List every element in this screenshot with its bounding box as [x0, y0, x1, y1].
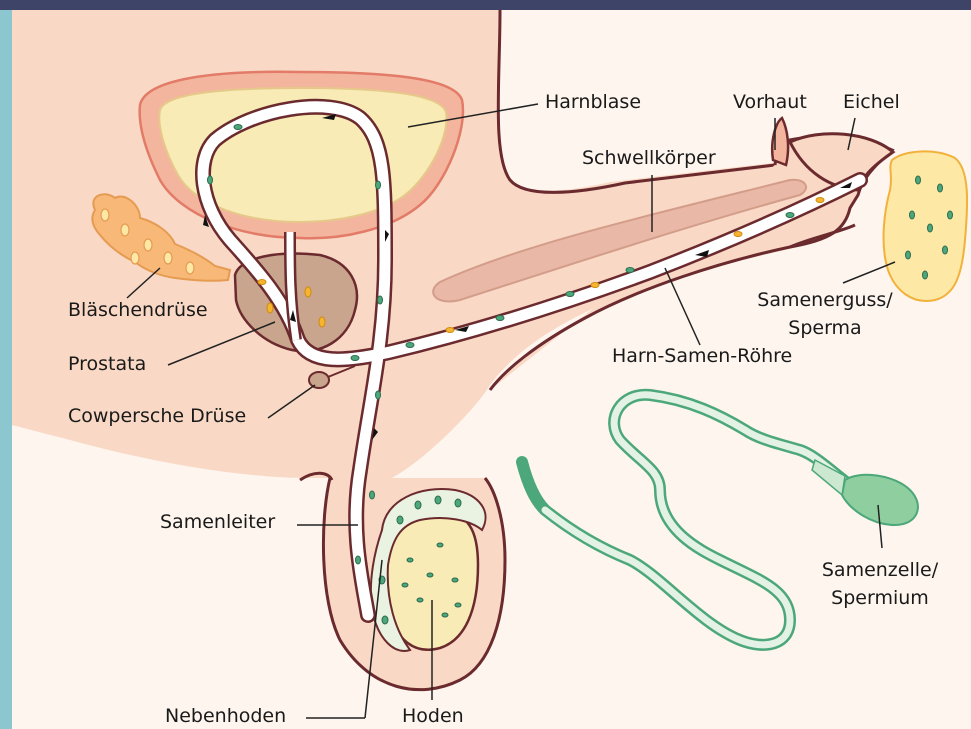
label-samenzelle: Samenzelle/ Spermium	[800, 560, 960, 610]
label-prostata: Prostata	[68, 354, 146, 376]
sperm-cell	[916, 176, 921, 184]
sperm-cell	[910, 211, 915, 219]
sperm-cell	[566, 292, 574, 297]
sperm-cell	[376, 181, 381, 189]
secretion-drop	[305, 287, 311, 297]
label-vorhaut: Vorhaut	[733, 92, 807, 114]
secretion-drop	[446, 328, 454, 333]
sperm-cell	[382, 616, 388, 624]
sperm-cell	[415, 501, 421, 509]
sperm-cell	[435, 496, 441, 504]
sperm-cell	[626, 268, 634, 273]
sperm-cell	[397, 516, 403, 524]
sperm-cell	[442, 613, 448, 617]
secretion-drop	[591, 283, 599, 288]
label-cowpersche: Cowpersche Drüse	[68, 406, 246, 428]
sperm-head	[842, 475, 918, 525]
sperm-cell	[786, 213, 794, 218]
leader-harn-samen-roehre	[665, 268, 700, 345]
vesicle-drop	[121, 224, 129, 236]
label-samenerguss-line2: Sperma	[735, 318, 915, 340]
secretion-drop	[734, 232, 742, 237]
sperm-cell	[427, 573, 433, 577]
left-frame-band	[0, 10, 12, 729]
sperm-cell	[496, 316, 504, 321]
sperm-cell	[906, 251, 911, 259]
label-harn-samen-roehre: Harn-Samen-Röhre	[612, 346, 792, 368]
sperm-cell	[370, 491, 375, 499]
sperm-cell	[378, 296, 383, 304]
secretion-drop	[258, 280, 266, 285]
label-samenzelle-line2: Spermium	[800, 588, 960, 610]
cowper-gland	[309, 372, 329, 388]
sperm-cell	[407, 558, 413, 562]
sperm-cell	[452, 578, 458, 582]
sperm-cell	[455, 603, 461, 607]
secretion-drop	[319, 317, 325, 327]
sperm-cell	[923, 271, 928, 279]
label-samenerguss-line1: Samenerguss/	[735, 290, 915, 312]
label-hoden: Hoden	[402, 706, 464, 728]
sperm-cell	[938, 184, 943, 192]
label-eichel: Eichel	[843, 92, 900, 114]
label-samenzelle-line1: Samenzelle/	[800, 560, 960, 582]
secretion-drop	[816, 198, 824, 203]
sperm-cell	[356, 556, 361, 564]
sperm-cell	[943, 246, 948, 254]
sperm-cell	[402, 583, 408, 587]
leader-samenerguss	[843, 262, 895, 283]
sperm-cell	[948, 211, 953, 219]
vesicle-drop	[101, 209, 109, 221]
label-nebenhoden: Nebenhoden	[165, 706, 286, 728]
vesicle-drop	[131, 252, 139, 264]
label-schwellkoerper: Schwellkörper	[582, 148, 716, 170]
secretion-drop	[267, 303, 273, 313]
label-harnblase: Harnblase	[545, 92, 641, 114]
top-frame-band	[0, 0, 971, 10]
sperm-cell	[417, 598, 423, 602]
sperm-cell	[455, 499, 461, 507]
sperm-cell	[208, 176, 213, 184]
sperm-cell	[351, 356, 359, 361]
label-samenerguss: Samenerguss/ Sperma	[735, 290, 915, 340]
label-blaeschendruese: Bläschendrüse	[68, 300, 208, 322]
sperm-cell	[928, 224, 933, 232]
vesicle-drop	[164, 252, 172, 264]
vesicle-drop	[144, 239, 152, 251]
label-samenleiter: Samenleiter	[160, 512, 275, 534]
sperm-cell	[437, 543, 443, 547]
sperm-cell	[234, 125, 242, 130]
sperm-cell	[406, 343, 414, 348]
sperm-cell	[376, 391, 381, 399]
vesicle-drop	[186, 262, 194, 274]
